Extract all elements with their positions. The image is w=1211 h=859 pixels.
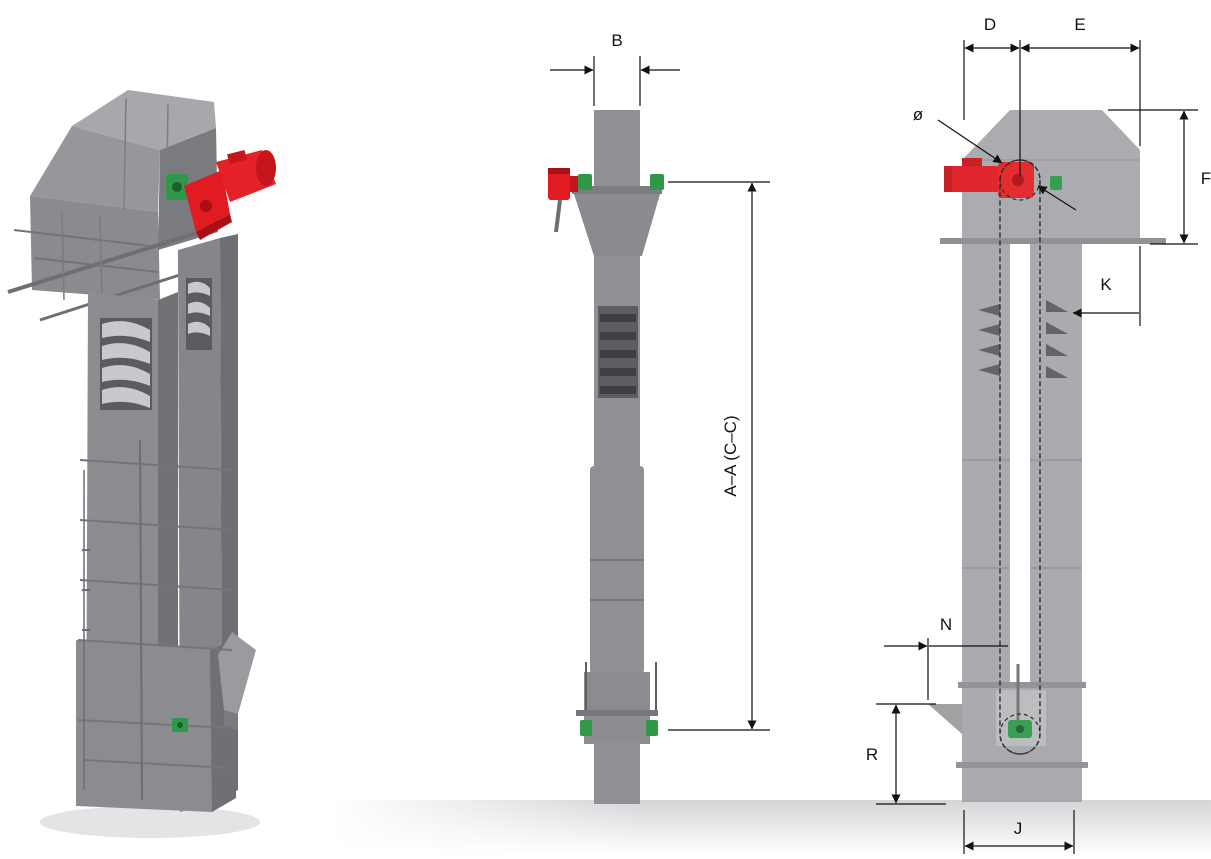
front-view	[548, 110, 664, 804]
bearing-icon	[1050, 176, 1062, 190]
arrow-icon	[937, 119, 1003, 164]
head-top-face	[72, 90, 216, 150]
label-j: J	[1014, 819, 1023, 838]
side-view	[928, 110, 1166, 802]
label-e: E	[1074, 15, 1085, 34]
label-b: B	[611, 31, 622, 50]
label-aa-cc: A–A (C–C)	[721, 415, 740, 496]
label-n: N	[940, 615, 952, 634]
motor-icon	[944, 158, 1034, 198]
bearing-icon	[650, 174, 664, 190]
motor-icon	[184, 149, 276, 240]
bearing-icon	[580, 720, 592, 736]
motor-icon	[548, 168, 578, 200]
label-f: F	[1201, 169, 1211, 188]
label-d: D	[984, 15, 996, 34]
dimension-lines	[550, 40, 1198, 854]
label-diameter: ø	[913, 105, 923, 124]
arrow-icon	[1037, 185, 1077, 211]
bearing-icon	[646, 720, 658, 736]
bearing-icon	[578, 174, 592, 190]
label-r: R	[866, 745, 878, 764]
label-k: K	[1100, 275, 1112, 294]
isometric-view	[7, 90, 276, 838]
